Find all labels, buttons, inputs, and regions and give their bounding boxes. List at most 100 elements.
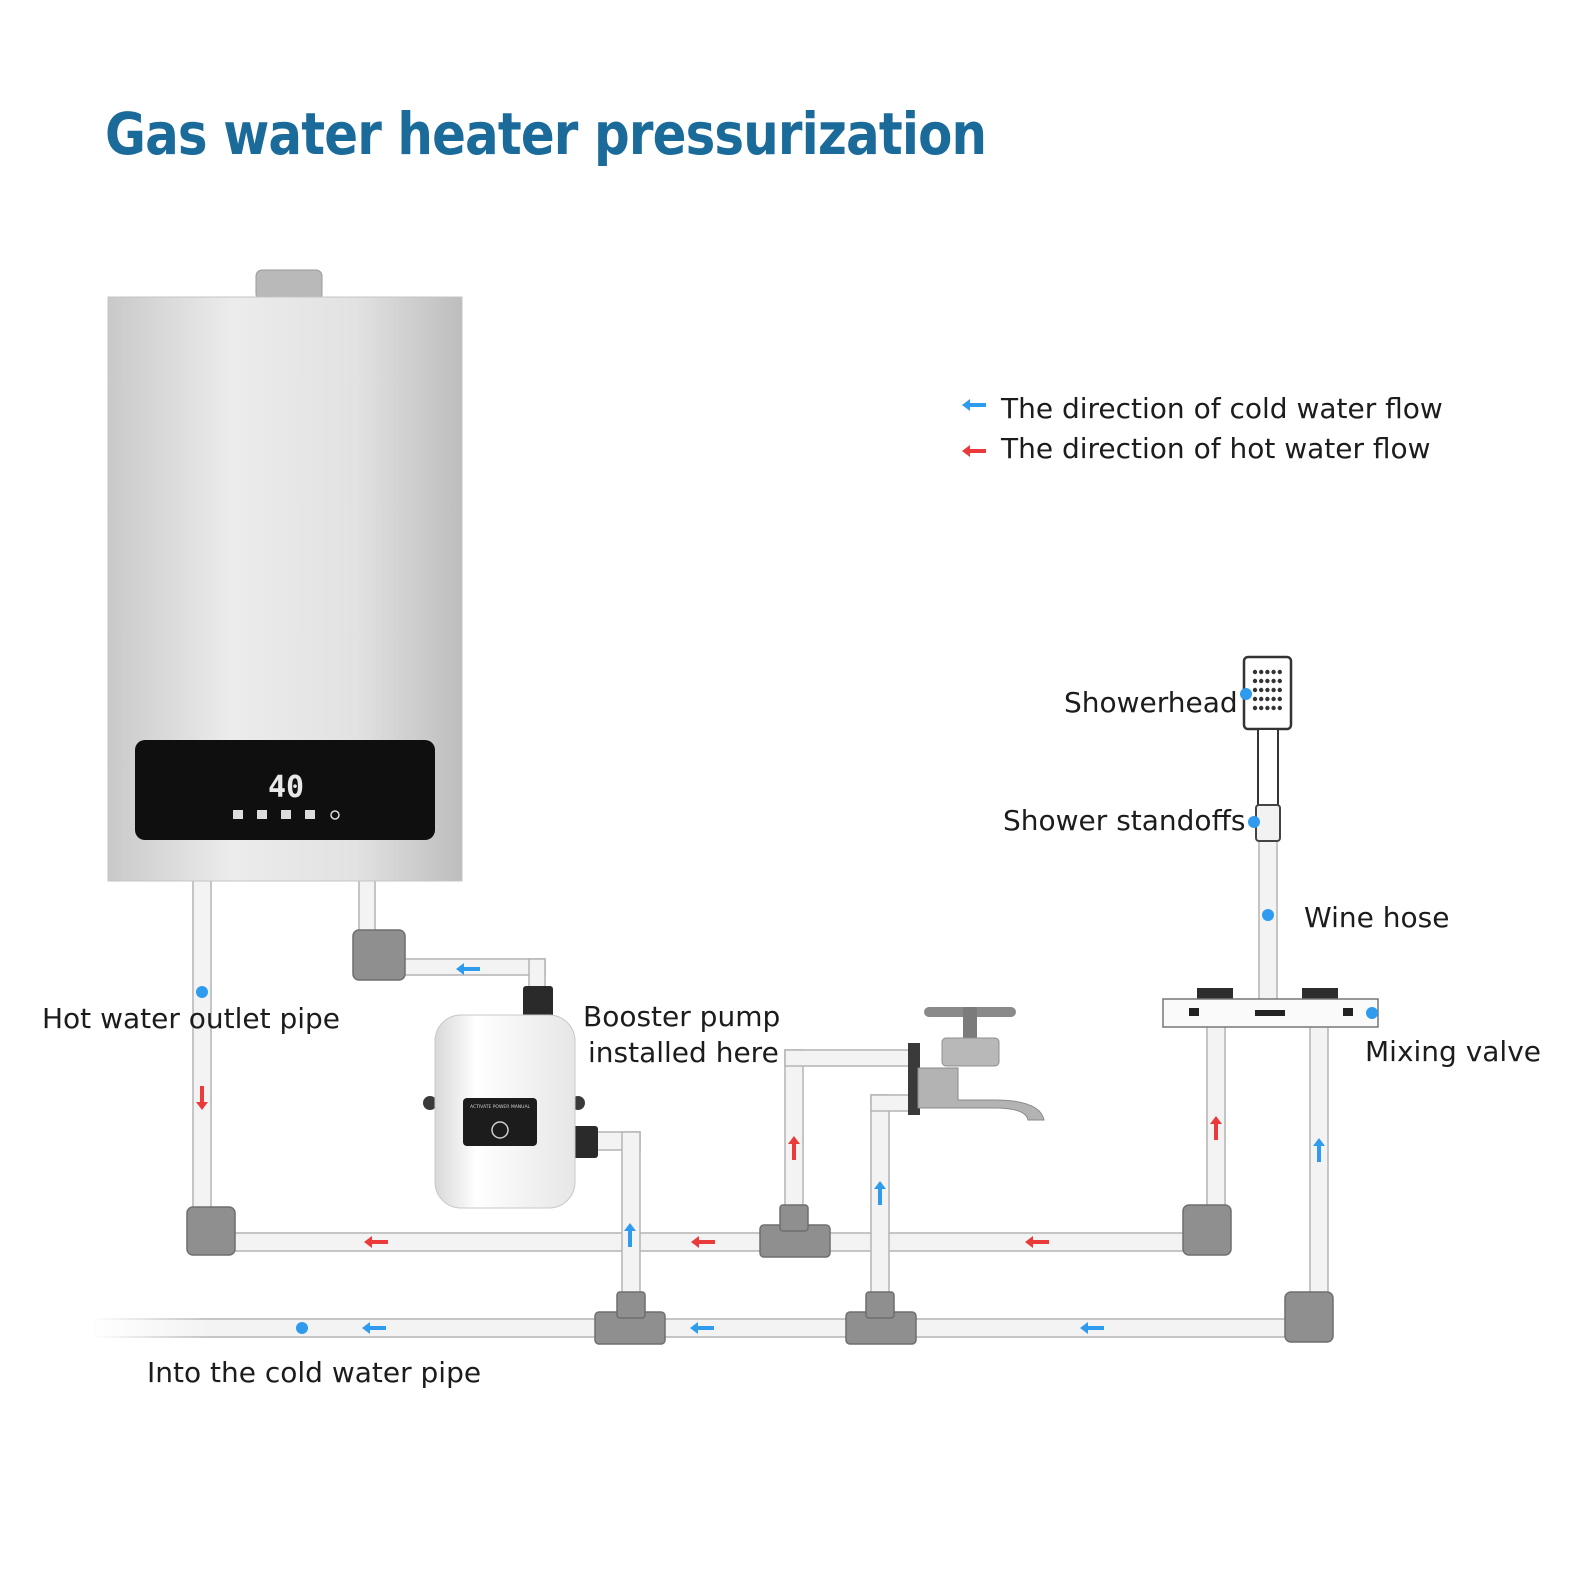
mixing-valve-connector [1343, 1008, 1353, 1016]
flow-arrows [196, 688, 1378, 1334]
heater-control-buttons [233, 810, 340, 820]
nozzle-dot [1271, 696, 1276, 702]
pipe-network [94, 839, 1329, 1338]
mixing-valve-connector [1189, 1008, 1199, 1016]
pump-riser-pipe [621, 1131, 641, 1305]
showerhead-label: Showerhead [1064, 686, 1238, 719]
control-button-icon[interactable] [305, 810, 315, 819]
nozzle-dot [1252, 705, 1258, 711]
blue-arrow-icon [962, 399, 986, 411]
red-arrow-icon [962, 445, 986, 457]
nozzle-dot [1259, 687, 1264, 693]
nozzle-dot [1252, 696, 1258, 702]
flow-dot [196, 986, 208, 998]
booster-pump: ACTIVATE POWER MANUAL [423, 986, 598, 1209]
pipe-fade [90, 1310, 210, 1346]
heater-display-panel [135, 740, 435, 840]
heater-inlet-drop [358, 877, 376, 939]
faucet-valve-body [941, 1037, 1000, 1067]
nozzle-dot [1259, 696, 1264, 702]
pipe-fittings [186, 929, 1334, 1345]
hot-flow-arrow [691, 1236, 715, 1248]
cold-flow-arrow [1080, 1322, 1104, 1334]
display-reading: 40 [268, 770, 304, 805]
control-button-icon[interactable] [257, 810, 267, 819]
shower-handle [1257, 728, 1279, 818]
nozzle-dot [1277, 705, 1283, 711]
red-arrow-icon-mark [962, 445, 986, 457]
nozzle-dot [1277, 678, 1283, 684]
nozzle-dot [1271, 678, 1276, 684]
nozzle-dot [1259, 678, 1264, 684]
nozzle-dot [1277, 669, 1283, 675]
nozzle-dot [1259, 669, 1264, 675]
mixing-valve-cap [1197, 988, 1233, 1000]
nozzle-dot [1277, 696, 1283, 702]
hot-flow-arrow [1025, 1236, 1049, 1248]
booster-pump-label-2: installed here [588, 1036, 779, 1069]
cold-flow-arrow [624, 1223, 636, 1247]
flow-dot [1262, 909, 1274, 921]
legend-cold-label: The direction of cold water flow [1000, 392, 1443, 425]
elbow-fitting [352, 929, 406, 981]
pump-power-button-icon[interactable] [491, 1121, 509, 1139]
tee-fitting [616, 1291, 646, 1319]
nozzle-dot [1265, 669, 1270, 675]
flow-dot [1366, 1007, 1378, 1019]
hot-outlet-pipe [192, 877, 212, 1219]
nozzle-dot [1265, 705, 1270, 711]
legend-hot-label: The direction of hot water flow [1000, 432, 1431, 465]
mixing-valve [1162, 988, 1379, 1028]
faucet-cold-branch [870, 1094, 914, 1112]
cold-flow-arrow [362, 1322, 386, 1334]
pump-mount-tab [423, 1096, 437, 1110]
hot-flow-arrow [364, 1236, 388, 1248]
hot-flow-arrow [788, 1136, 800, 1160]
booster-pump-label: Booster pump [583, 1000, 780, 1033]
nozzle-dot [1252, 687, 1258, 693]
faucet [908, 1007, 1045, 1121]
faucet-wall-flange [908, 1043, 920, 1115]
control-button-icon[interactable] [281, 810, 291, 819]
shower-standoffs-label: Shower standoffs [1003, 804, 1245, 837]
nozzle-dot [1265, 696, 1270, 702]
cold-pipe-label: Into the cold water pipe [147, 1356, 481, 1389]
faucet-handle-stem [963, 1007, 977, 1041]
mixing-valve-slot [1255, 1010, 1285, 1016]
cold-flow-arrow [456, 963, 480, 975]
hot-flow-arrow [1210, 1116, 1222, 1140]
tee-fitting [865, 1291, 895, 1319]
control-button-icon[interactable] [233, 810, 243, 819]
hot-outlet-label: Hot water outlet pipe [42, 1002, 340, 1035]
nozzle-dot [1252, 669, 1258, 675]
legend: The direction of cold water flow The dir… [962, 392, 1443, 465]
elbow-fitting [1284, 1291, 1334, 1343]
mixing-valve-cap [1302, 988, 1338, 1000]
cold-flow-arrow [1313, 1138, 1325, 1162]
hot-flow-arrow [196, 1086, 208, 1110]
mixing-valve-label: Mixing valve [1365, 1035, 1541, 1068]
cold-flow-arrow [690, 1322, 714, 1334]
faucet-spout [917, 1067, 1045, 1121]
nozzle-dot [1265, 687, 1270, 693]
elbow-fitting [1182, 1204, 1232, 1256]
shower-assembly [1242, 655, 1293, 842]
faucet-hot-branch [784, 1049, 914, 1067]
elbow-fitting [186, 1206, 236, 1256]
flow-dot [296, 1322, 308, 1334]
nozzle-dot [1277, 687, 1283, 693]
component-labels: Hot water outlet pipe Booster pump insta… [42, 686, 1541, 1389]
nozzle-dot [1271, 687, 1276, 693]
page-title: Gas water heater pressurization [105, 100, 987, 168]
faucet-hot-riser [784, 1049, 804, 1211]
wine-hose-label: Wine hose [1304, 901, 1449, 934]
cold-flow-arrow [874, 1181, 886, 1205]
flow-dot [1248, 816, 1260, 828]
power-button-icon[interactable] [330, 810, 340, 820]
nozzle-dot [1271, 705, 1276, 711]
heater-flue [255, 269, 323, 301]
nozzle-dot [1252, 678, 1258, 684]
tee-fitting [779, 1204, 809, 1232]
